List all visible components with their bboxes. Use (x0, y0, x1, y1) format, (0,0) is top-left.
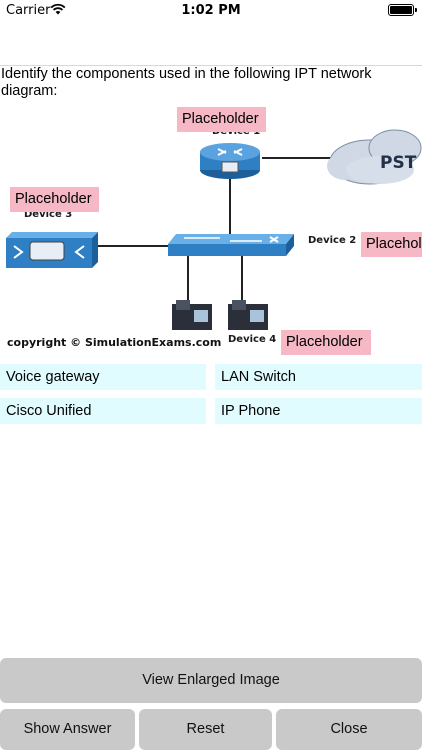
diagram-graphic: PST (6, 129, 422, 330)
reset-button[interactable]: Reset (139, 709, 272, 750)
status-bar: Carrier 1:02 PM (0, 0, 422, 22)
question-text: Identify the components used in the foll… (1, 66, 372, 99)
device4-ip-phone-icon (172, 300, 268, 330)
device3-label: Device 3 (24, 209, 73, 220)
answer-chip[interactable]: IP Phone (215, 398, 422, 424)
drop-zone-device3[interactable]: Placeholder (10, 187, 99, 212)
cloud-label: PST (380, 153, 417, 173)
drop-zone-device4[interactable]: Placeholder (281, 330, 371, 355)
drop-zone-device2[interactable]: Placeholder (361, 232, 422, 257)
answer-chip[interactable]: LAN Switch (215, 364, 422, 390)
drop-zone-device1[interactable]: Placeholder (177, 107, 266, 132)
wifi-icon (50, 3, 66, 15)
copyright-text: copyright © SimulationExams.com (7, 336, 222, 349)
carrier-label: Carrier (6, 3, 51, 18)
clock: 1:02 PM (181, 3, 241, 18)
device3-server-icon (6, 232, 98, 268)
answer-chip[interactable]: Cisco Unified (0, 398, 206, 424)
close-button[interactable]: Close (276, 709, 422, 750)
view-enlarged-image-button[interactable]: View Enlarged Image (0, 658, 422, 703)
battery-icon (388, 4, 417, 16)
device1-router-icon (200, 143, 260, 179)
network-diagram: PST (0, 104, 422, 354)
device4-label: Device 4 (228, 334, 277, 345)
pstn-cloud-icon: PST (327, 129, 422, 185)
show-answer-button[interactable]: Show Answer (0, 709, 135, 750)
device2-label: Device 2 (308, 235, 357, 246)
nav-divider (0, 65, 422, 66)
device2-switch-icon (168, 234, 294, 256)
answer-chip[interactable]: Voice gateway (0, 364, 206, 390)
